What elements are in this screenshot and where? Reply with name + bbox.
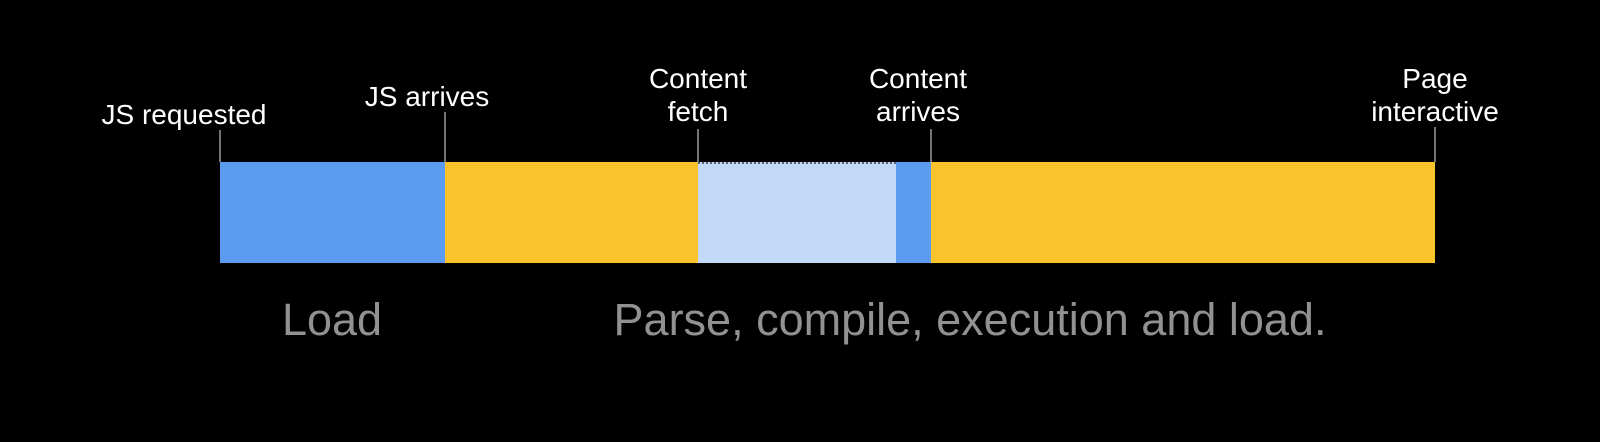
tick-content-arrives: [930, 129, 932, 162]
segment-content-arrival-gap: [896, 162, 931, 263]
tick-page-interactive: [1434, 127, 1436, 162]
tick-js-requested: [219, 130, 221, 162]
phase-label-parse-compile-execute: Parse, compile, execution and load.: [613, 294, 1327, 345]
segment-load-js-request-to-arrival: [220, 162, 445, 263]
event-label-content-fetch: Content fetch: [648, 63, 748, 127]
event-label-page-interactive: Page interactive: [1371, 63, 1499, 127]
tick-js-arrives: [444, 112, 446, 162]
segment-execute-until-interactive: [931, 162, 1435, 263]
event-label-js-arrives: JS arrives: [364, 81, 490, 112]
event-label-js-requested: JS requested: [101, 99, 267, 130]
timeline-bar: [220, 162, 1435, 263]
tick-content-fetch: [697, 129, 699, 162]
segment-parse-before-content-fetch: [445, 162, 698, 263]
event-label-content-arrives: Content arrives: [868, 63, 968, 127]
segment-content-fetch-window: [698, 162, 896, 263]
phase-label-load: Load: [281, 294, 383, 345]
